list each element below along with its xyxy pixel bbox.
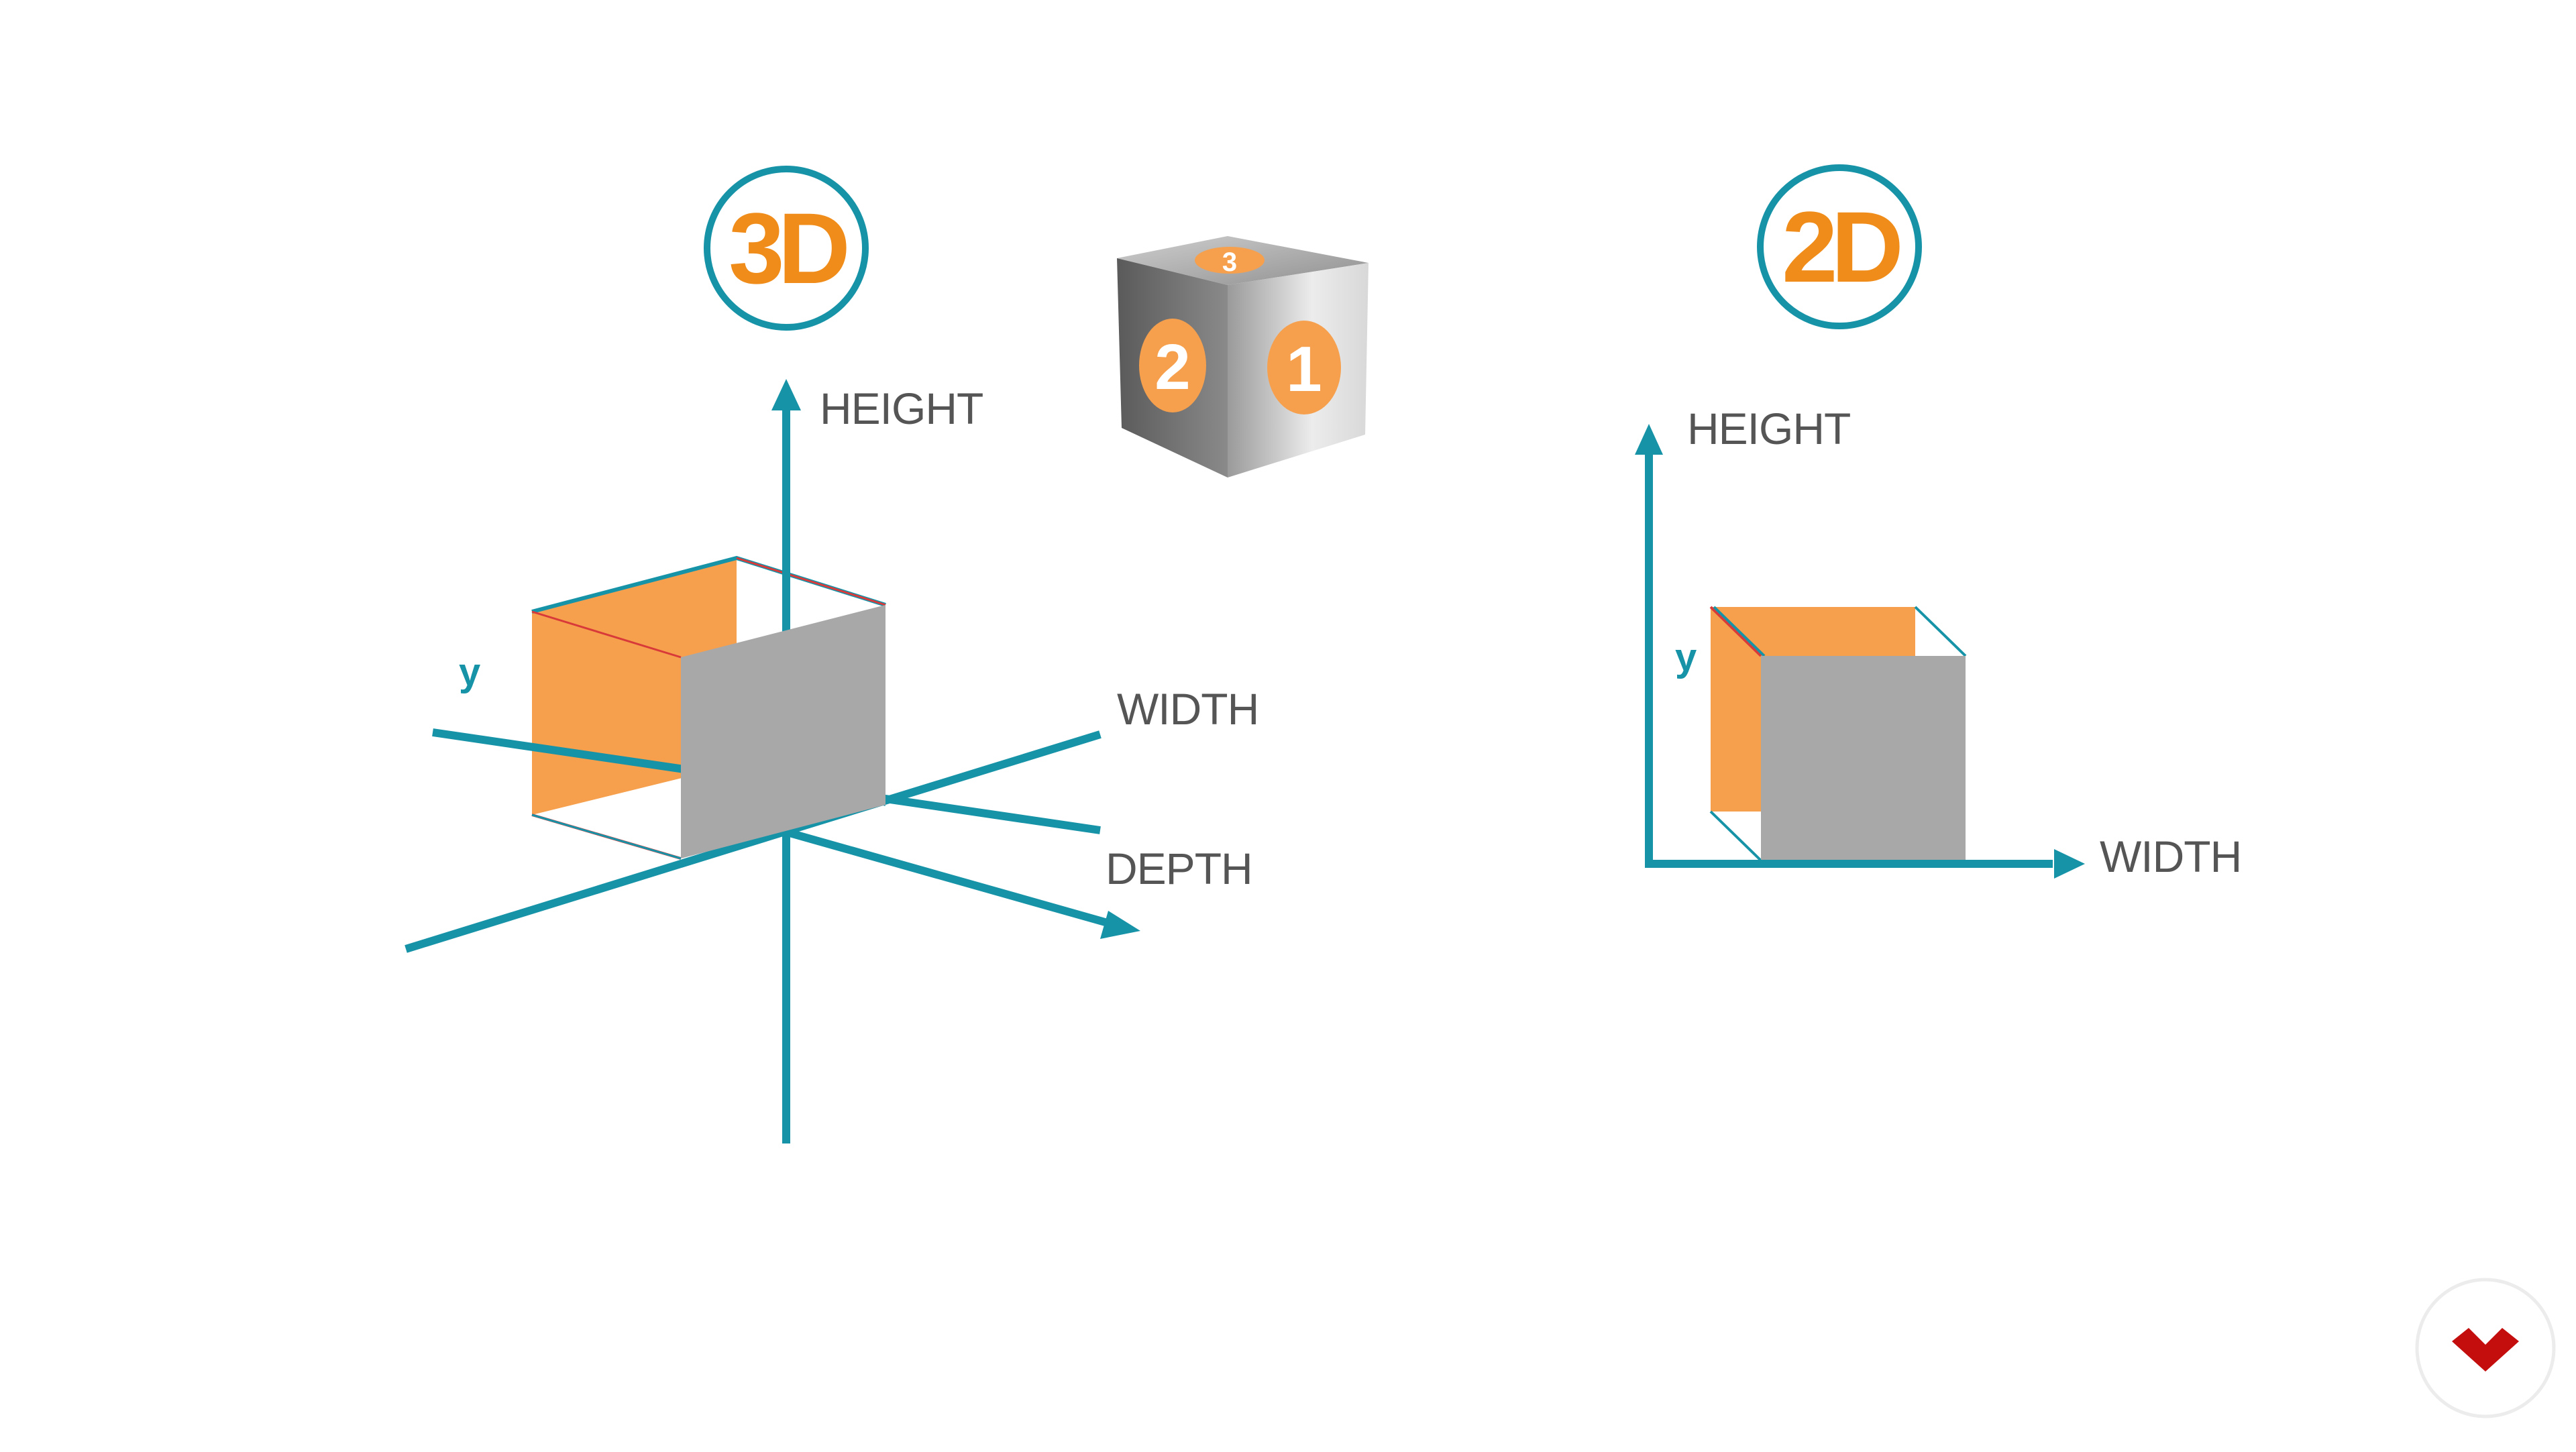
brand-logo-icon bbox=[2452, 1328, 2519, 1372]
die-face-2-pip bbox=[1139, 319, 1206, 412]
badge-2d-text: 2D bbox=[1782, 190, 1900, 303]
axis-depth-back bbox=[405, 828, 786, 953]
die-face-3-pip bbox=[1195, 247, 1265, 274]
axis-height-label: HEIGHT bbox=[820, 384, 983, 433]
box-2d-edge-tl bbox=[1713, 606, 1766, 657]
axis-width-label: WIDTH bbox=[1117, 684, 1258, 734]
axis-height-arrowhead bbox=[771, 379, 801, 410]
y-label-2d: y bbox=[1675, 636, 1697, 679]
box-2d-edge-red bbox=[1709, 606, 1762, 657]
box-3d-bottom-edge bbox=[531, 814, 682, 860]
axis-2d-width-arrowhead bbox=[2054, 849, 2085, 879]
badge-3d-text: 3D bbox=[729, 192, 847, 304]
panel-2d: 2D HEIGHT WIDTH y bbox=[1635, 164, 2242, 881]
panel-3d: 3D HEIGHT WIDTH DEPTH y bbox=[405, 166, 1259, 1143]
axis-depth-label: DEPTH bbox=[1106, 844, 1252, 893]
box-3d-top-edge-red bbox=[531, 610, 682, 659]
box-2d-edge-tr bbox=[1914, 606, 1967, 657]
die-face-1-pip bbox=[1267, 321, 1341, 414]
y-label-3d: y bbox=[459, 651, 480, 694]
die-face-2-text: 2 bbox=[1155, 331, 1190, 403]
axis-depth-arrowhead bbox=[1100, 911, 1140, 939]
box-3d-front-face bbox=[681, 605, 885, 858]
axis-2d-height-arrowhead bbox=[1635, 424, 1663, 455]
badge-3d: 3D bbox=[704, 166, 869, 331]
box-2d-edge-bl bbox=[1709, 810, 1762, 862]
box-3d-top-right-edge-red bbox=[736, 557, 886, 606]
axis-2d-height-label: HEIGHT bbox=[1687, 404, 1850, 453]
die-face-3-text: 3 bbox=[1222, 247, 1237, 277]
badge-3d-ring bbox=[704, 166, 869, 331]
die-illustration: 3 2 1 bbox=[1117, 236, 1368, 478]
axis-2d-width-label: WIDTH bbox=[2100, 832, 2241, 881]
badge-2d: 2D bbox=[1757, 164, 1922, 329]
box-2d-front-face bbox=[1761, 656, 1966, 860]
badge-2d-ring bbox=[1757, 164, 1922, 329]
axis-depth bbox=[784, 828, 1118, 930]
die-face-1-text: 1 bbox=[1286, 333, 1322, 405]
brand-logo[interactable] bbox=[2415, 1278, 2556, 1418]
